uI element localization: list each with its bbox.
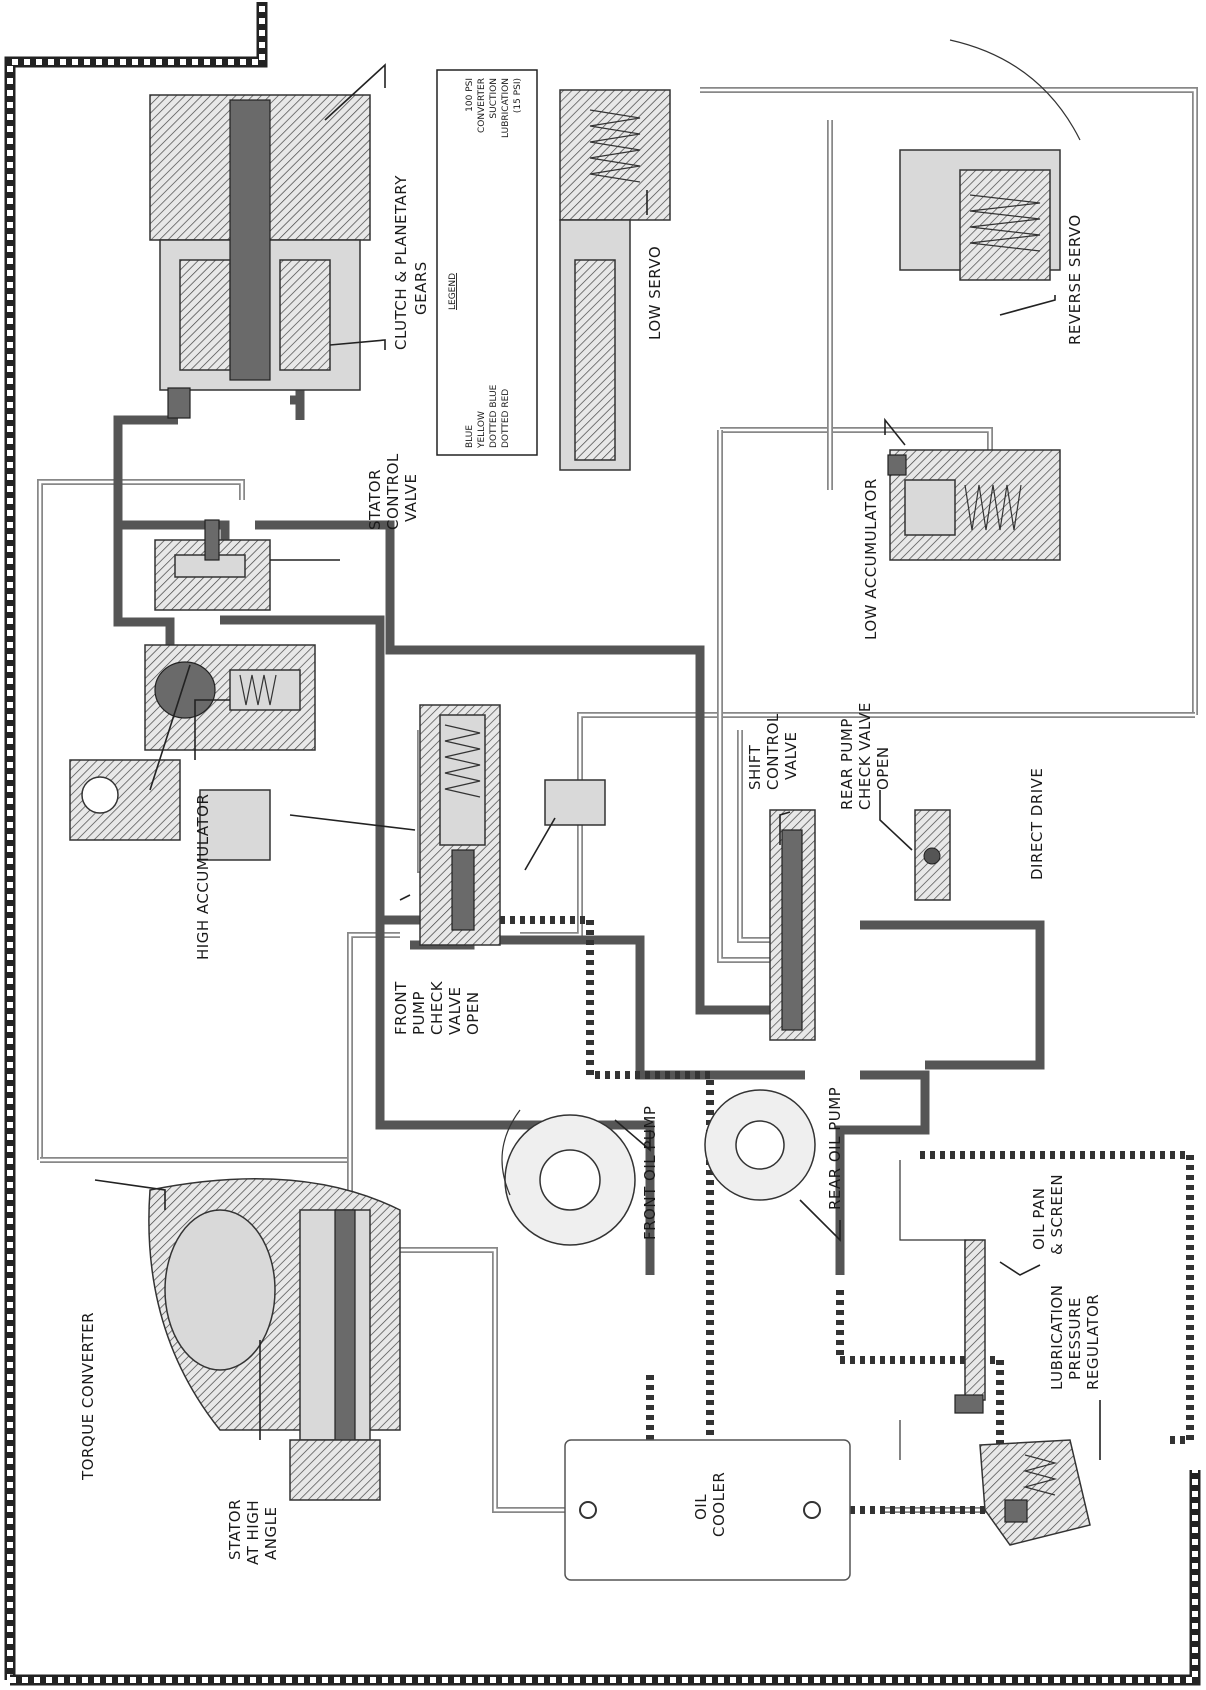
rear-pump-check-valve — [914, 809, 951, 901]
legend-value-3: LUBRICATION — [501, 78, 511, 138]
label-shift-control-3: VALVE — [782, 731, 800, 780]
label-stator-control-3: VALVE — [402, 473, 420, 522]
label-clutch-planetary-1: CLUTCH & PLANETARY — [392, 175, 410, 350]
label-stator-angle-3: ANGLE — [262, 1507, 280, 1560]
leader-lines — [94, 63, 1101, 1460]
legend: LEGEND BLUE 100 PSI YELLOW CONVERTER DOT… — [436, 69, 538, 456]
label-rear-check-3: OPEN — [874, 746, 892, 790]
label-front-check-5: OPEN — [464, 991, 482, 1035]
label-shift-control-1: SHIFT — [746, 744, 764, 790]
label-front-check-1: FRONT — [392, 981, 410, 1035]
label-rear-check-1: REAR PUMP — [838, 718, 856, 810]
label-stator-angle-2: AT HIGH — [244, 1500, 262, 1565]
legend-key-3: DOTTED RED — [501, 389, 511, 448]
reverse-servo — [899, 39, 1081, 281]
legend-value-0: 100 PSI — [465, 78, 475, 112]
label-stator-control-2: CONTROL — [384, 453, 402, 530]
label-stator-angle-1: STATOR — [226, 1499, 244, 1560]
legend-value-4: (15 PSI) — [513, 78, 523, 113]
label-oil-cooler-1: OIL — [692, 1494, 710, 1520]
legend-title: LEGEND — [448, 273, 458, 310]
oil-cooler — [564, 1439, 851, 1581]
legend-key-1: YELLOW — [477, 411, 487, 449]
label-shift-control-2: CONTROL — [764, 713, 782, 790]
low-accumulator — [887, 449, 1061, 561]
label-front-check-2: PUMP — [410, 991, 428, 1035]
label-reverse-servo: REVERSE SERVO — [1066, 214, 1084, 345]
suction-border-line — [4, 2, 1201, 1686]
front-pump-check-valve — [419, 704, 606, 946]
shift-control-valve — [769, 809, 816, 1041]
legend-key-0: BLUE — [465, 425, 475, 448]
label-lube-regulator-2: PRESSURE — [1066, 1297, 1084, 1380]
lubrication-pressure-regulator — [979, 1439, 1091, 1546]
torque-converter — [148, 1178, 401, 1501]
label-rear-check-2: CHECK VALVE — [856, 702, 874, 810]
rear-oil-pump — [704, 1089, 816, 1201]
label-front-oil-pump: FRONT OIL PUMP — [641, 1106, 659, 1240]
label-lube-regulator-1: LUBRICATION — [1048, 1285, 1066, 1390]
front-oil-pump — [501, 1109, 636, 1246]
component-labels: CLUTCH & PLANETARY GEARS LOW SERVO REVER… — [79, 175, 1102, 1565]
clutch-planetary-assembly — [149, 94, 371, 419]
label-rear-oil-pump: REAR OIL PUMP — [826, 1087, 844, 1210]
label-oil-pan-1: OIL PAN — [1030, 1188, 1048, 1250]
label-front-check-4: VALVE — [446, 986, 464, 1035]
label-front-check-3: CHECK — [428, 980, 446, 1035]
label-high-accumulator: HIGH ACCUMULATOR — [194, 794, 212, 960]
label-low-accumulator: LOW ACCUMULATOR — [862, 478, 880, 640]
low-servo — [559, 89, 671, 471]
oil-pan-screen — [899, 1160, 986, 1460]
label-lube-regulator-3: REGULATOR — [1084, 1294, 1102, 1390]
label-oil-pan-2: & SCREEN — [1048, 1174, 1066, 1255]
label-stator-control-1: STATOR — [366, 469, 384, 530]
label-oil-cooler-2: COOLER — [710, 1472, 728, 1537]
label-low-servo: LOW SERVO — [646, 246, 664, 340]
label-torque-converter: TORQUE CONVERTER — [79, 1312, 97, 1481]
label-clutch-planetary-2: GEARS — [412, 261, 430, 315]
high-accumulator — [69, 644, 316, 861]
legend-value-1: CONVERTER — [477, 78, 487, 133]
stator-control-valve — [154, 519, 271, 611]
legend-key-2: DOTTED BLUE — [489, 384, 499, 448]
legend-value-2: SUCTION — [489, 78, 499, 119]
label-direct-drive: DIRECT DRIVE — [1028, 768, 1046, 880]
